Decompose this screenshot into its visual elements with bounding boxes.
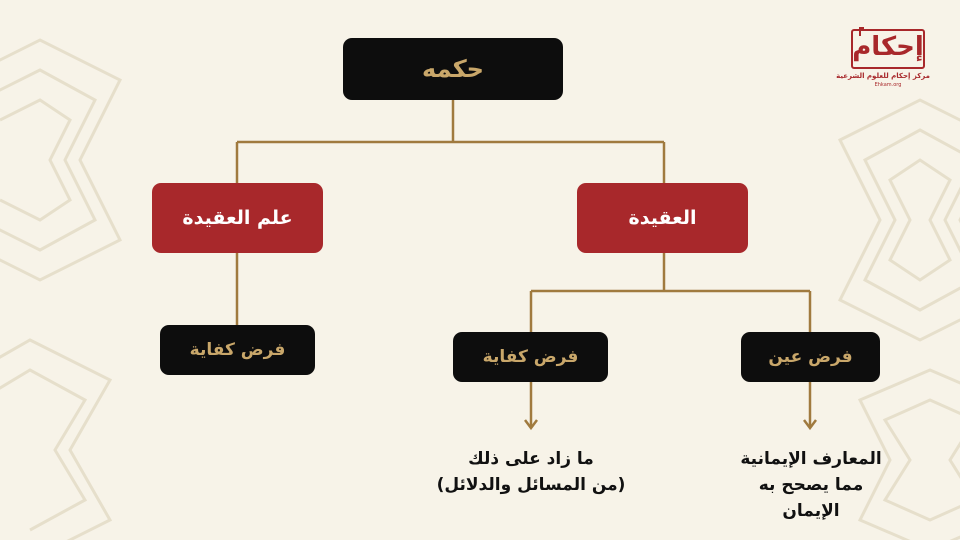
node-al-aqida: العقيدة: [577, 183, 748, 253]
note-ayn-line1: المعارف الإيمانية: [740, 449, 882, 469]
node-ilm-al-aqida-label: علم العقيدة: [182, 207, 293, 229]
note-kifaya: ما زاد على ذلك (من المسائل والدلائل): [416, 446, 646, 498]
node-fard-kifaya-right-label: فرض كفاية: [482, 347, 579, 367]
logo-mark: [851, 27, 925, 69]
root-node: حكمه: [343, 38, 563, 100]
node-fard-kifaya-left-label: فرض كفاية: [189, 340, 286, 360]
logo-tagline: Ehkam.org: [874, 82, 902, 88]
root-node-label: حكمه: [422, 55, 484, 83]
note-kifaya-line1: ما زاد على ذلك: [468, 449, 594, 469]
logo-title: إحكام: [852, 32, 925, 62]
node-fard-kifaya-left: فرض كفاية: [160, 325, 315, 375]
arrow-kifaya-head: [524, 419, 538, 431]
ehkam-logo: إحكام مركز إحكام للعلوم الشرعية Ehkam.or…: [836, 26, 930, 92]
node-fard-kifaya-right: فرض كفاية: [453, 332, 608, 382]
node-fard-ayn: فرض عين: [741, 332, 880, 382]
logo-subtitle: مركز إحكام للعلوم الشرعية: [836, 72, 930, 80]
note-ayn: المعارف الإيمانية مما يصحح به الإيمان: [722, 446, 900, 524]
node-al-aqida-label: العقيدة: [628, 207, 697, 229]
note-kifaya-line2: (من المسائل والدلائل): [436, 475, 626, 495]
note-ayn-line3: الإيمان: [782, 501, 840, 521]
node-ilm-al-aqida: علم العقيدة: [152, 183, 323, 253]
node-fard-ayn-label: فرض عين: [768, 347, 853, 367]
arrow-ayn-head: [803, 419, 817, 431]
note-ayn-line2: مما يصحح به: [758, 475, 864, 495]
